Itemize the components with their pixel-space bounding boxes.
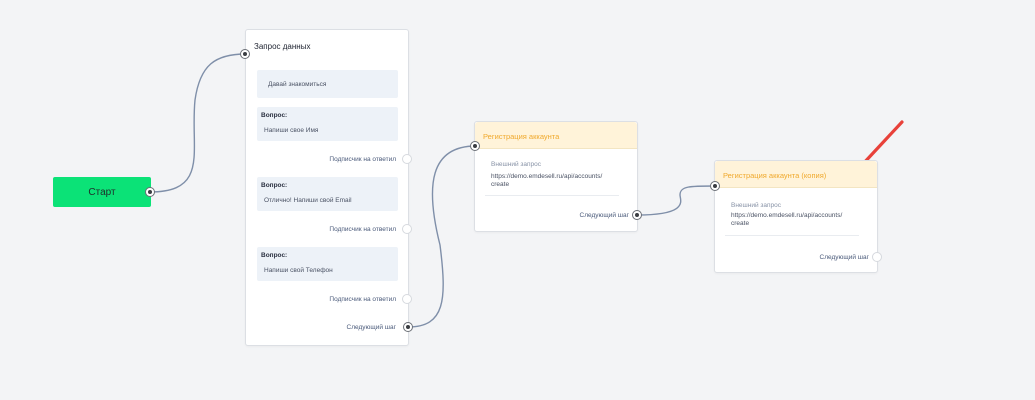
question-phone-text: Напиши свой Телефон: [264, 267, 333, 274]
collect-next-step-label: Следующий шаг: [346, 324, 397, 331]
register-copy-input-port[interactable]: [710, 181, 720, 191]
question-phone-label: Вопрос:: [261, 252, 288, 259]
collect-data-node[interactable]: Запрос данных Давай знакомиться Вопрос: …: [245, 29, 409, 346]
register-next-step-port[interactable]: [632, 210, 642, 220]
register-title: Регистрация аккаунта: [483, 132, 560, 141]
collect-next-step-port[interactable]: [403, 322, 413, 332]
question-phone-no-answer-port[interactable]: [402, 294, 412, 304]
question-phone-no-answer-link: Подписчик на ответил: [329, 296, 396, 303]
register-copy-title: Регистрация аккаунта (копия): [723, 171, 827, 180]
collect-input-port[interactable]: [240, 49, 250, 59]
register-copy-url-line1: https://demo.emdesell.ru/api/accounts/: [731, 212, 843, 219]
message-intro-text: Давай знакомиться: [268, 81, 327, 88]
question-email-label: Вопрос:: [261, 182, 288, 189]
question-name-text: Напиши свое Имя: [264, 127, 319, 134]
register-request-url: https://demo.emdesell.ru/api/accounts/ c…: [491, 173, 621, 189]
collect-node-title: Запрос данных: [254, 42, 311, 51]
register-copy-header: Регистрация аккаунта (копия): [715, 161, 877, 188]
question-name-no-answer-port[interactable]: [402, 154, 412, 164]
question-name-label: Вопрос:: [261, 112, 288, 119]
question-phone[interactable]: Вопрос: Напиши свой Телефон: [257, 247, 398, 281]
question-email-no-answer-port[interactable]: [402, 224, 412, 234]
register-input-port[interactable]: [470, 141, 480, 151]
register-copy-next-step-label: Следующий шаг: [819, 254, 870, 261]
question-email-text: Отлично! Напиши свой Email: [264, 197, 352, 204]
register-divider: [485, 195, 619, 196]
register-request-label: Внешний запрос: [491, 161, 542, 168]
edge-register-to-copy[interactable]: [636, 185, 716, 216]
question-name-no-answer-link: Подписчик на ответил: [329, 156, 396, 163]
register-copy-request-url: https://demo.emdesell.ru/api/accounts/ c…: [731, 212, 861, 228]
register-header: Регистрация аккаунта: [475, 122, 637, 149]
register-url-line2: create: [491, 181, 510, 188]
message-intro[interactable]: Давай знакомиться: [257, 70, 398, 98]
edge-collect-to-register[interactable]: [407, 145, 477, 328]
start-output-port[interactable]: [145, 187, 155, 197]
register-copy-url-line2: create: [731, 220, 750, 227]
start-node[interactable]: Старт: [53, 177, 151, 207]
edge-start-to-collect[interactable]: [149, 53, 247, 193]
register-account-copy-node[interactable]: Регистрация аккаунта (копия) Внешний зап…: [714, 160, 878, 273]
register-account-node[interactable]: Регистрация аккаунта Внешний запрос http…: [474, 121, 638, 232]
start-label: Старт: [88, 186, 116, 198]
register-copy-next-step-port[interactable]: [872, 252, 882, 262]
question-email-no-answer-link: Подписчик на ответил: [329, 226, 396, 233]
register-copy-request-label: Внешний запрос: [731, 202, 782, 209]
question-email[interactable]: Вопрос: Отлично! Напиши свой Email: [257, 177, 398, 211]
register-copy-divider: [725, 235, 859, 236]
register-url-line1: https://demo.emdesell.ru/api/accounts/: [491, 173, 603, 180]
register-next-step-label: Следующий шаг: [579, 212, 630, 219]
question-name[interactable]: Вопрос: Напиши свое Имя: [257, 107, 398, 141]
